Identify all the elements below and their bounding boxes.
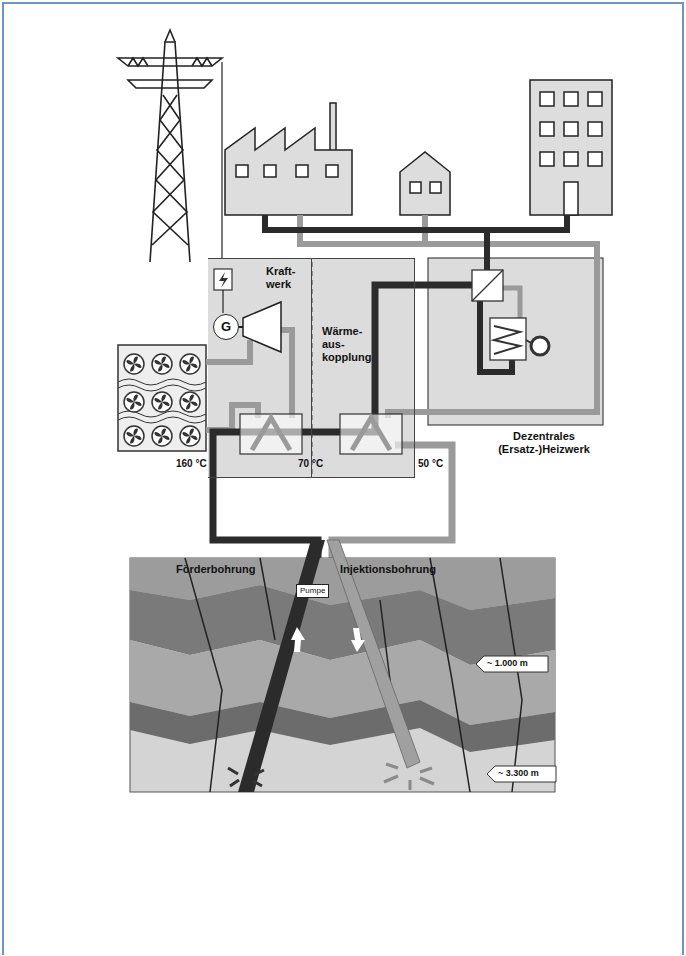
well-label: Injektionsbohrung <box>340 563 436 576</box>
power-plant-panel <box>208 258 415 478</box>
depth-label: ~ 1.000 m <box>486 658 529 669</box>
buildings <box>225 80 612 215</box>
temperature-label: 70 °C <box>298 458 323 470</box>
node-label: Pumpe <box>300 586 325 596</box>
district-heating-pipes <box>265 215 597 418</box>
generator-circle: G <box>213 314 239 340</box>
node-label: Kraft- werk <box>266 265 308 291</box>
power-pylon <box>118 30 222 269</box>
heat-exchangers <box>240 262 402 474</box>
node-label: Dezentrales (Ersatz-)Heizwerk <box>488 430 600 456</box>
temperature-label: 160 °C <box>176 458 207 470</box>
geology-section <box>130 540 556 792</box>
pipe-connector <box>415 282 428 289</box>
boiler <box>472 270 549 372</box>
depth-label: ~ 3.300 m <box>497 768 540 779</box>
pump-box: Pumpe <box>296 584 329 598</box>
frame <box>3 3 683 955</box>
turbine-circuit <box>206 269 292 430</box>
well-label: Förderbohrung <box>176 563 255 576</box>
temperature-label: 50 °C <box>418 458 443 470</box>
plant-box: Wärme- aus- kopplung <box>312 258 415 478</box>
node-label: Wärme- aus- kopplung <box>322 325 377 364</box>
node-label: G <box>214 315 238 338</box>
plant-box: Dezentrales (Ersatz-)Heizwerk <box>428 258 603 460</box>
heating-plant-box <box>428 258 603 425</box>
cooling-fans <box>118 345 206 451</box>
plant-box: Kraft- werkG <box>208 258 312 478</box>
thermal-water-pipes <box>213 285 474 560</box>
